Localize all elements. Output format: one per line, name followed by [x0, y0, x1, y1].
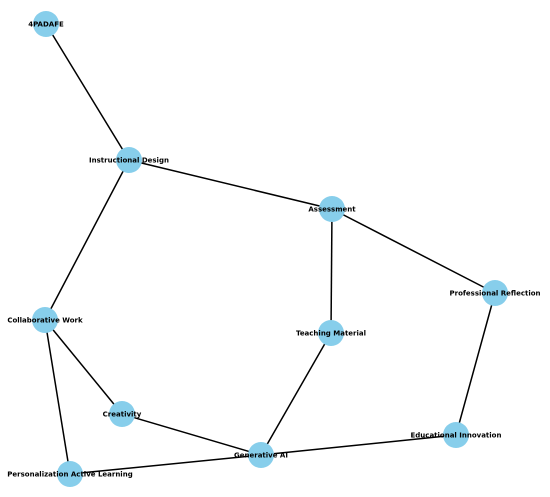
- edge-instructional-design-to-collaborative-work: [44, 159, 130, 321]
- node-instructional-design: [116, 147, 142, 173]
- edge-generative-ai-to-educational-innovation: [260, 434, 457, 456]
- node-personalization-active-learning: [57, 461, 83, 487]
- node-label-teaching-material: Teaching Material: [296, 330, 366, 338]
- edge-generative-ai-to-personalization-active-learning: [69, 454, 262, 475]
- node-label-creativity: Creativity: [103, 411, 142, 419]
- node-label-assessment: Assessment: [308, 206, 356, 214]
- edge-instructional-design-to-assessment: [128, 159, 333, 210]
- node-label-professional-reflection: Professional Reflection: [449, 290, 540, 298]
- node-educational-innovation: [443, 422, 469, 448]
- node-label-educational-innovation: Educational Innovation: [411, 432, 502, 440]
- node-assessment: [319, 196, 345, 222]
- node-label-personalization-active-learning: Personalization Active Learning: [7, 471, 132, 479]
- edge-collaborative-work-to-creativity: [44, 319, 123, 415]
- node-label-collaborative-work: Collaborative Work: [7, 317, 83, 325]
- edge-assessment-to-teaching-material: [330, 208, 333, 334]
- node-4padafe: [33, 11, 59, 37]
- edge-teaching-material-to-generative-ai: [260, 332, 332, 456]
- edge-assessment-to-professional-reflection: [331, 208, 496, 294]
- edge-professional-reflection-to-educational-innovation: [455, 292, 496, 436]
- node-label-generative-ai: Generative AI: [234, 452, 288, 460]
- edges-layer: [44, 23, 496, 475]
- edge-collaborative-work-to-personalization-active-learning: [44, 319, 71, 475]
- edge-4padafe-to-instructional-design: [45, 23, 130, 161]
- labels-layer: 4PADAFE Instructional DesignAssessmentPro…: [7, 21, 540, 479]
- nodes-layer: [32, 11, 508, 487]
- node-professional-reflection: [482, 280, 508, 306]
- edge-creativity-to-generative-ai: [121, 413, 262, 456]
- node-creativity: [109, 401, 135, 427]
- node-label-instructional-design: Instructional Design: [89, 157, 169, 165]
- node-collaborative-work: [32, 307, 58, 333]
- node-generative-ai: [248, 442, 274, 468]
- node-label-4padafe: 4PADAFE: [28, 21, 64, 29]
- node-teaching-material: [318, 320, 344, 346]
